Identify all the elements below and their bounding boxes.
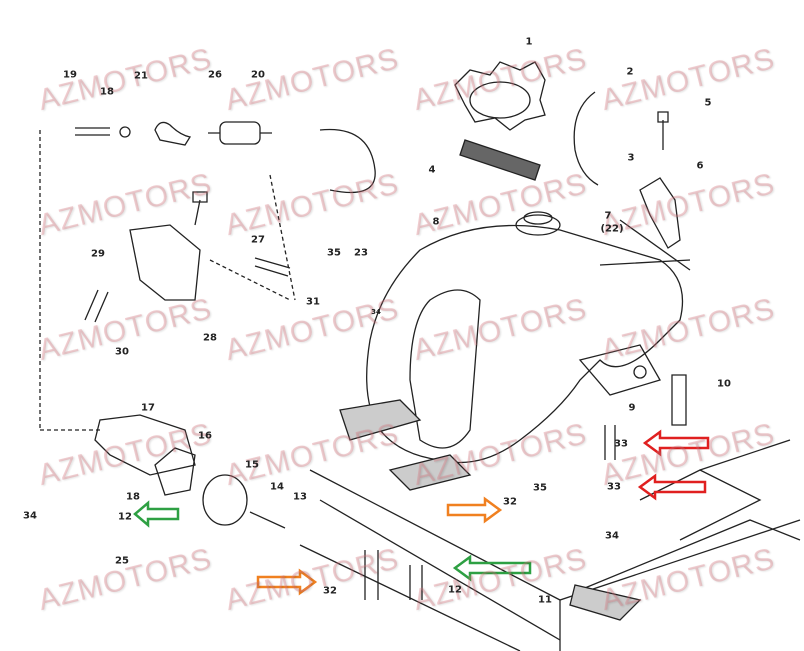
part-label: 34: [371, 308, 381, 316]
hose-32-left: [364, 550, 379, 600]
hose-19: [75, 127, 110, 136]
part-label: 17: [141, 402, 155, 414]
part-label: 34: [605, 530, 619, 542]
red-arrow-2: [637, 473, 707, 501]
part-label: 27: [251, 234, 265, 246]
part-label: 12: [448, 584, 462, 596]
part-label: 12: [118, 511, 132, 523]
part-label: 18: [100, 86, 114, 98]
part-label: 11: [538, 594, 552, 606]
orange-arrow-2: [256, 568, 318, 596]
part-label: 7: [604, 210, 612, 222]
part-label: 28: [203, 332, 217, 344]
spacer-10: [671, 374, 687, 426]
frame: [299, 439, 801, 651]
part-label: 1: [525, 36, 533, 48]
part-label: 35: [533, 482, 547, 494]
part-label: 4: [428, 164, 436, 176]
part-label: 8: [432, 216, 440, 228]
part-label: 20: [251, 69, 265, 81]
orange-arrow-1: [446, 496, 503, 524]
hose-33: [604, 425, 616, 460]
part-label: 33: [614, 438, 628, 450]
screw-13: [249, 511, 286, 529]
hose-30: [84, 289, 109, 323]
pump-17: [94, 414, 196, 476]
part-label: 15: [245, 459, 259, 471]
clamp-18: [119, 126, 131, 138]
hose-31: [254, 257, 291, 277]
part-label: 21: [134, 70, 148, 82]
part-label: 29: [91, 248, 105, 260]
part-label: 3: [627, 152, 635, 164]
part-label: 19: [63, 69, 77, 81]
part-label: 16: [198, 430, 212, 442]
part-label: 32: [503, 496, 517, 508]
part-label: 34: [23, 510, 37, 522]
cover-15: [202, 474, 248, 526]
green-arrow-1: [133, 500, 180, 528]
part-label: 23: [354, 247, 368, 259]
vent-hose: [573, 91, 599, 186]
hose-23: [319, 128, 376, 194]
part-label: 2: [626, 66, 634, 78]
tank-cap: [454, 61, 546, 131]
part-label: 32: [323, 585, 337, 597]
bolt-27: [192, 191, 208, 226]
fuel-filter: [219, 121, 261, 145]
part-label: 10: [717, 378, 731, 390]
part-label: 6: [696, 160, 704, 172]
part-label: 35: [327, 247, 341, 259]
tank-mount-bar: [599, 219, 691, 271]
part-label: 33: [607, 481, 621, 493]
guide-lines: [39, 130, 296, 431]
part-label: 5: [704, 97, 712, 109]
fuel-cock-28: [129, 224, 201, 301]
bolt-5: [657, 111, 669, 150]
red-arrow-1: [642, 429, 710, 457]
part-label: 26: [208, 69, 222, 81]
part-label: 13: [293, 491, 307, 503]
part-label: 9: [628, 402, 636, 414]
hose-12: [409, 565, 423, 600]
part-label: 14: [270, 481, 284, 493]
bracket: [639, 177, 681, 249]
green-arrow-2: [452, 554, 532, 582]
nut-16: [154, 447, 196, 496]
part-label: 30: [115, 346, 129, 358]
part-label: 18: [126, 491, 140, 503]
fuel-tank: [339, 211, 684, 491]
part-label: (22): [600, 223, 624, 235]
part-label: 31: [306, 296, 320, 308]
part-label: 25: [115, 555, 129, 567]
cap-gasket: [459, 139, 541, 181]
clip-21: [154, 121, 192, 146]
